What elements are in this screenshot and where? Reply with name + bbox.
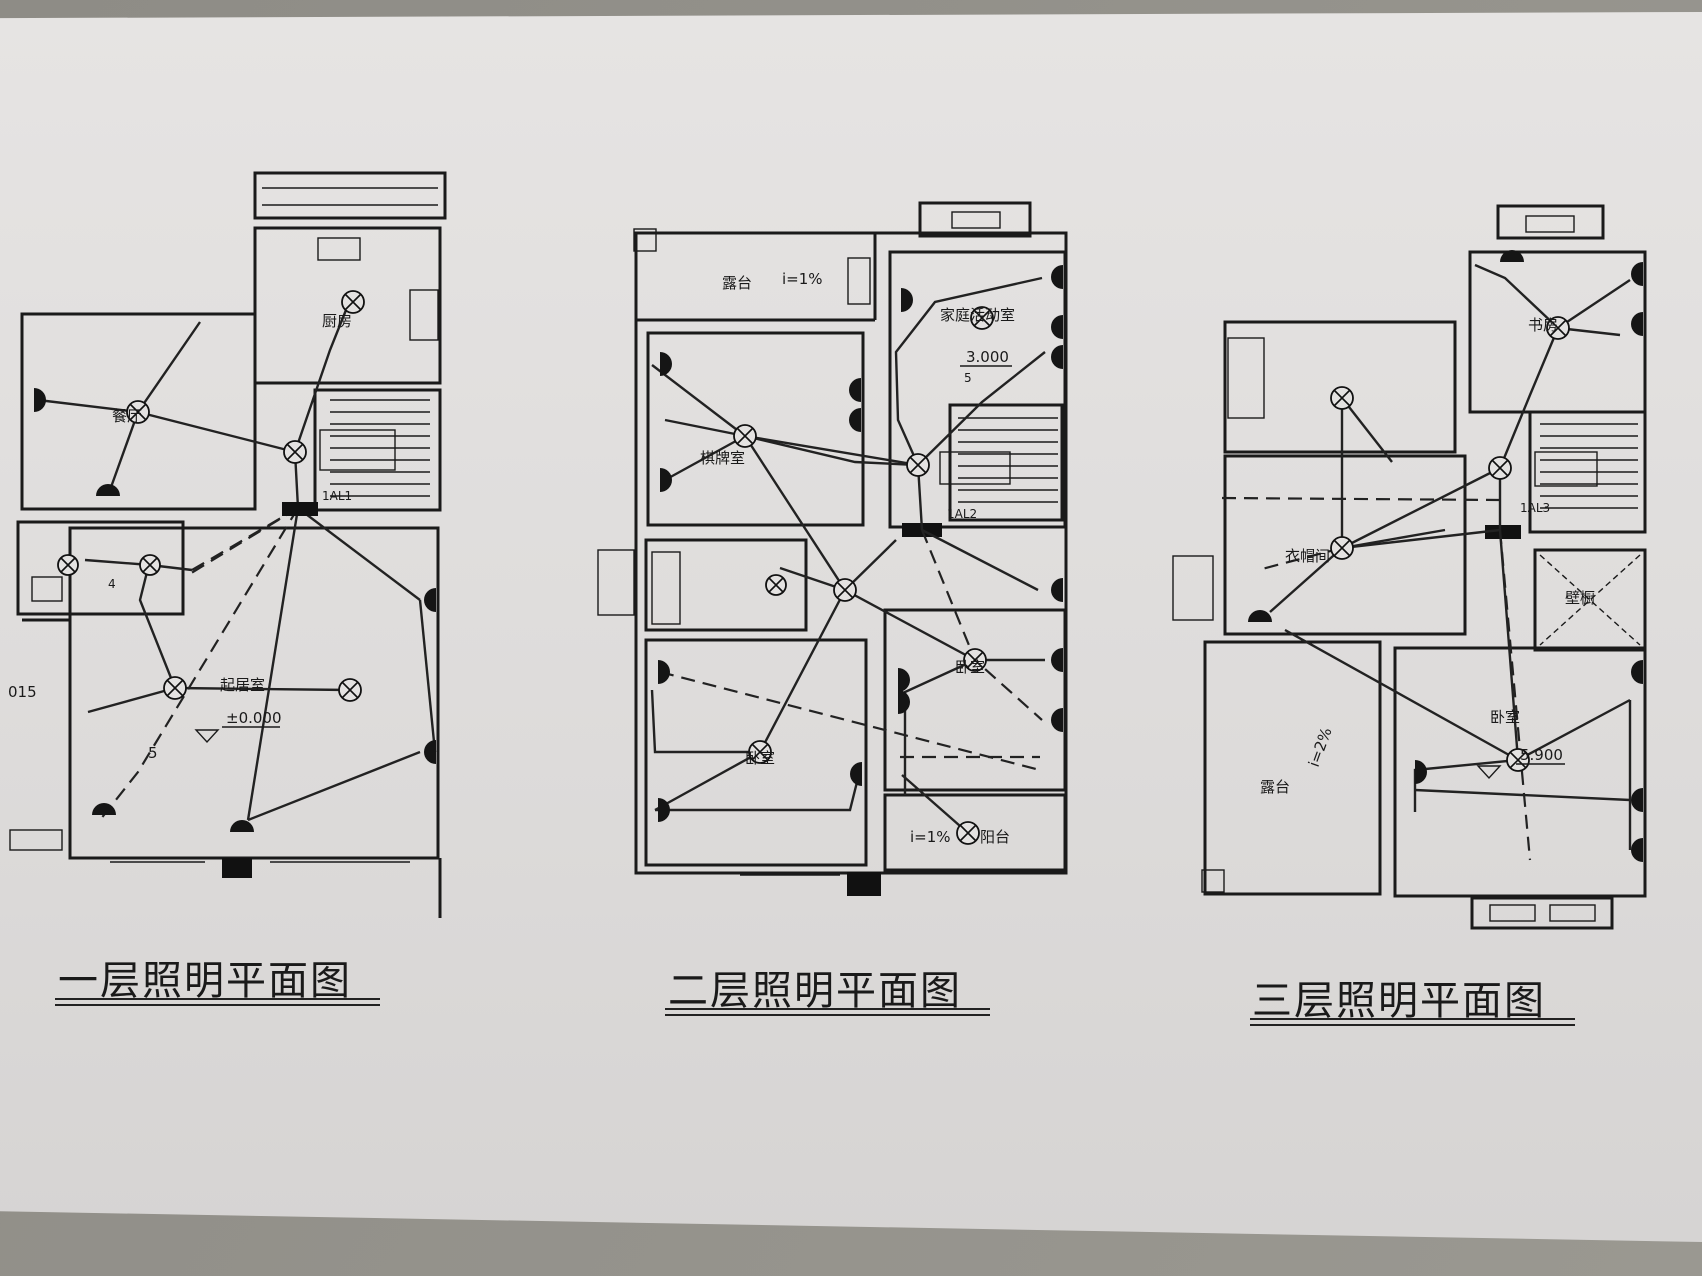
floor3-wall-lamp — [1248, 610, 1272, 622]
floor2-ceiling-lamp-bed2 — [963, 648, 987, 672]
floor3-label-closet: 衣帽间 — [1285, 547, 1330, 565]
floor2-slope-terrace: i=1% — [782, 270, 823, 288]
floor1-title-underline — [55, 998, 380, 1006]
floor2-ceiling-lamp-bed1 — [748, 740, 772, 764]
floor2-elevation: 3.000 — [966, 348, 1009, 366]
floor2-plan: 露台 i=1% 家庭活动室 3.000 5 棋牌室 1AL2 卧室 卧室 i=1… — [597, 201, 1068, 896]
floor1-ceiling-lamp-bath2 — [139, 554, 161, 576]
floor3-wall-lamp — [1631, 788, 1643, 812]
floor2-count-label: 5 — [964, 371, 972, 385]
floor2-wall-lamp — [850, 762, 862, 786]
floor3-elevation: 5.900 — [1520, 746, 1563, 764]
floor1-wall-lamp — [34, 388, 46, 412]
floor3-wall-lamp — [1415, 760, 1427, 784]
floor1-wall-lamp — [92, 803, 116, 815]
floor3-slope: i=2% — [1305, 725, 1336, 769]
floor2-wall-lamp — [898, 668, 910, 692]
floor2-slope-balcony: i=1% — [910, 828, 951, 846]
floor3-ceiling-lamp-bath — [1330, 386, 1354, 410]
floor1-ceiling-lamp-kitchen — [341, 290, 365, 314]
floor3-distribution-panel — [1485, 525, 1521, 539]
floor2-wall-lamp — [1051, 315, 1063, 339]
floor1-wall-lamp — [230, 820, 254, 832]
floor3-plan: 书房 衣帽间 壁橱 卧室 露台 i=2% 5.900 1AL3 — [1172, 204, 1647, 930]
floor2-wall-lamp — [1051, 648, 1063, 672]
floor1-ceiling-lamp-hall — [283, 440, 307, 464]
floor1-wall-lamp — [424, 740, 436, 764]
floor2-label-balcony: 阳台 — [980, 828, 1010, 846]
floor3-ceiling-lamp-closet — [1330, 536, 1354, 560]
floor2-wall-lamp — [1051, 578, 1063, 602]
floor3-wall-lamp — [1631, 262, 1643, 286]
floor2-wall-lamp — [849, 378, 861, 402]
floor2-wall-lamp — [660, 468, 672, 492]
floor2-wall-lamp — [898, 690, 910, 714]
floor2-ceiling-lamp-chess — [733, 424, 757, 448]
floor1-count-label-2: 4 — [108, 577, 116, 591]
floor1-panel-id: 1AL1 — [322, 489, 352, 503]
floor3-label-wardrobe: 壁橱 — [1565, 589, 1595, 607]
floor3-panel-id: 1AL3 — [1520, 501, 1550, 515]
floor1-elevation: ±0.000 — [226, 709, 282, 727]
floor3-wall-lamp — [1631, 660, 1643, 684]
floor2-wall-lamp — [901, 288, 913, 312]
floor2-ceiling-lamp-corridor — [833, 578, 857, 602]
floor1-label-kitchen: 厨房 — [322, 312, 352, 330]
floor2-label-family: 家庭活动室 — [940, 306, 1015, 324]
floor2-wall-lamp — [1051, 708, 1063, 732]
floor2-entry-block — [847, 872, 881, 896]
floor2-panel-id: 1AL2 — [947, 507, 977, 521]
floor2-wall-lamp — [1051, 265, 1063, 289]
floor1-plan: 厨房 餐厅 起居室 ±0.000 1AL1 015 5 4 — [8, 171, 447, 918]
floor2-ceiling-lamp-hall — [906, 453, 930, 477]
floor3-title: 三层照明平面图 — [1252, 978, 1546, 1024]
floor2-label-bed1: 卧室 — [745, 749, 775, 767]
floor2-title-underline — [665, 1008, 990, 1016]
floor3-ceiling-lamp-bedroom — [1506, 748, 1530, 772]
floor1-wall-lamp — [96, 484, 120, 496]
floor3-label-terrace: 露台 — [1260, 778, 1290, 796]
floor3-ceiling-lamp-hall — [1488, 456, 1512, 480]
floor2-wall-lamp — [658, 798, 670, 822]
floor2-ceiling-lamp-balcony — [956, 821, 980, 845]
floor2-wall-lamp — [849, 408, 861, 432]
floor2-title: 二层照明平面图 — [668, 968, 962, 1014]
floor1-entry-block — [222, 858, 252, 878]
floor1-edge-label: 015 — [8, 683, 37, 701]
floor1-ceiling-lamp-dining — [126, 400, 150, 424]
floor1-ceiling-lamp-bath1 — [57, 554, 79, 576]
floor2-wall-lamp — [1051, 345, 1063, 369]
floor2-ceiling-lamp-bath — [765, 574, 787, 596]
floor1-wall-lamp — [424, 588, 436, 612]
floor3-ceiling-lamp-study — [1546, 316, 1570, 340]
floor2-label-terrace: 露台 — [722, 274, 752, 292]
floor1-count-label: 5 — [148, 744, 158, 762]
floor1-ceiling-lamp-living2 — [338, 678, 362, 702]
floor1-label-living: 起居室 — [220, 676, 265, 694]
floor1-distribution-panel — [282, 502, 318, 516]
floor1-title: 一层照明平面图 — [58, 958, 352, 1004]
floor2-ceiling-lamp-family — [970, 306, 994, 330]
floor2-label-bed2: 卧室 — [955, 658, 985, 676]
floor2-wall-lamp — [658, 660, 670, 684]
floor3-title-underline — [1250, 1018, 1575, 1026]
floor2-label-chess: 棋牌室 — [700, 449, 745, 467]
floor1-label-dining: 餐厅 — [112, 407, 142, 425]
floor3-wall-lamp — [1500, 250, 1524, 262]
floor3-wall-lamp — [1631, 312, 1643, 336]
floor3-label-study: 书房 — [1528, 316, 1558, 334]
floor2-wall-lamp — [660, 352, 672, 376]
floor3-wall-lamp — [1631, 838, 1643, 862]
floor1-ceiling-lamp-living1 — [163, 676, 187, 700]
floor3-label-bedroom: 卧室 — [1490, 708, 1520, 726]
